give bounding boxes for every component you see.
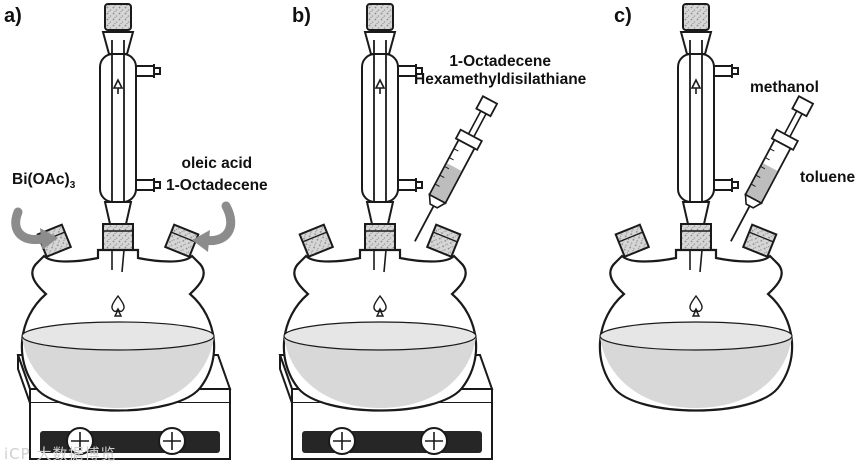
panel-b-letter: b) bbox=[292, 5, 311, 27]
reagent-hmds: Hexamethyldisilathiane bbox=[414, 71, 587, 89]
reagent-methanol: methanol bbox=[750, 79, 819, 96]
panel-c-flask bbox=[598, 2, 794, 412]
panel-a-right-arrow bbox=[199, 201, 236, 246]
panel-a-left-reagent: Bi(OAc)3 bbox=[12, 171, 76, 192]
panel-a-letter: a) bbox=[4, 5, 22, 27]
bi-oac-formula: Bi(OAc) bbox=[12, 171, 70, 188]
panel-b-syringe bbox=[403, 93, 502, 248]
panel-b-reagents: 1-Octadecene Hexamethyldisilathiane bbox=[414, 53, 587, 89]
panel-a-right-reagents: oleic acid 1-Octadecene bbox=[166, 155, 268, 195]
reagent-1-octadecene-b: 1-Octadecene bbox=[449, 53, 551, 70]
panel-a-right-arrowhead bbox=[192, 230, 210, 252]
reagent-1-octadecene: 1-Octadecene bbox=[166, 177, 268, 195]
bi-oac-subscript: 3 bbox=[69, 180, 76, 192]
panel-c-letter: c) bbox=[614, 5, 632, 27]
panel-c-apparatus bbox=[598, 2, 818, 412]
panel-a-left-arrow bbox=[11, 207, 51, 244]
panel-a-flask bbox=[20, 2, 216, 412]
reagent-oleic-acid: oleic acid bbox=[181, 155, 253, 172]
panel-a-left-arrowhead bbox=[40, 228, 58, 250]
panel-a-apparatus bbox=[17, 2, 231, 460]
watermark-text: iCP 大数据博览 bbox=[4, 445, 117, 463]
reagent-toluene: toluene bbox=[800, 169, 856, 186]
